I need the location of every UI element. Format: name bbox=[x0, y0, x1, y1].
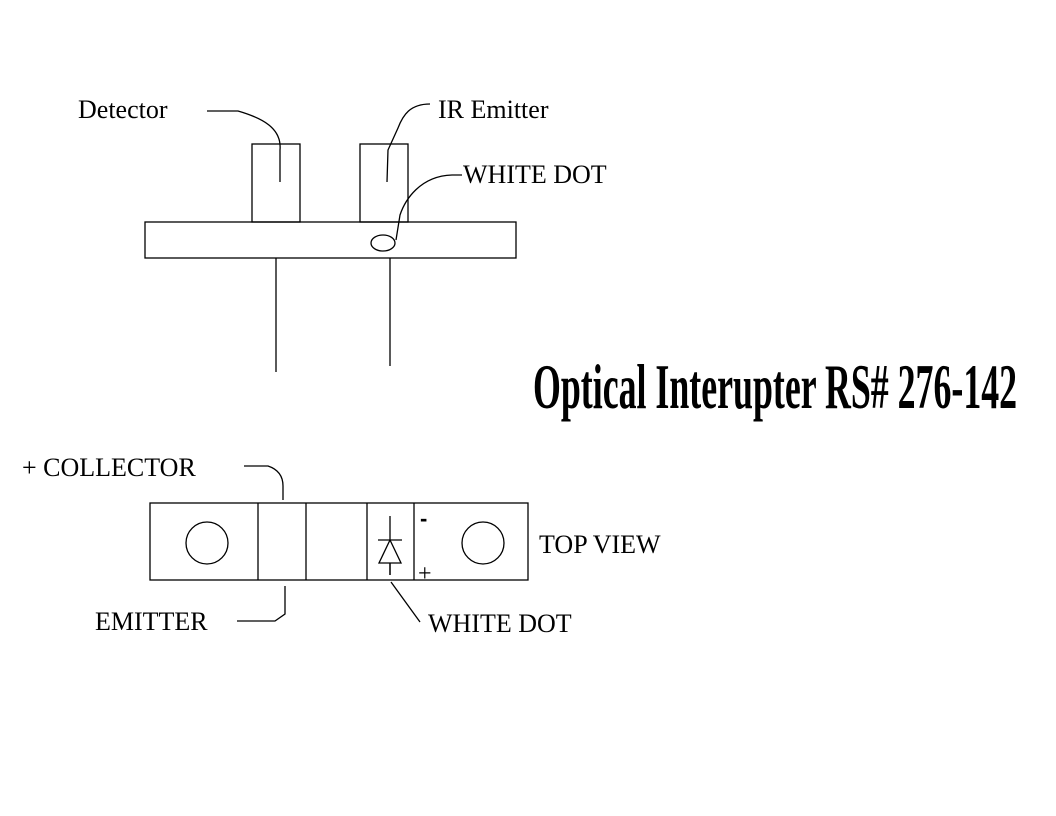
emitter-body bbox=[359, 143, 409, 223]
collector-leader bbox=[244, 465, 284, 500]
detector-body bbox=[251, 143, 301, 223]
white-dot-leader bbox=[390, 581, 421, 623]
side-view: Detector IR Emitter WHITE DOT bbox=[78, 95, 607, 372]
white-dot-marker bbox=[370, 234, 396, 252]
white-dot-label: WHITE DOT bbox=[428, 609, 572, 638]
diode-icon bbox=[377, 516, 403, 575]
emitter-leader bbox=[386, 103, 431, 183]
top-view-label: TOP VIEW bbox=[539, 530, 661, 559]
minus-sign: - bbox=[420, 506, 427, 531]
base-plate bbox=[144, 221, 517, 259]
detector-label: Detector bbox=[78, 95, 168, 124]
ir-emitter-label: IR Emitter bbox=[438, 95, 549, 124]
mounting-hole-right bbox=[461, 521, 505, 565]
white-dot-leader bbox=[395, 174, 462, 241]
detector-leader bbox=[207, 110, 281, 182]
emitter-leader bbox=[237, 586, 286, 622]
diagram-title: Optical Interupter RS# 276-142 bbox=[533, 352, 1017, 422]
emitter-label: EMITTER bbox=[95, 607, 208, 636]
housing-outline bbox=[149, 502, 529, 581]
white-dot-label: WHITE DOT bbox=[463, 160, 607, 189]
mounting-hole-left bbox=[185, 521, 229, 565]
top-view: - + + COLLECTOR EMITTER WHITE DOT TOP VI… bbox=[22, 453, 661, 638]
plus-sign: + bbox=[418, 561, 432, 587]
collector-label: + COLLECTOR bbox=[22, 453, 196, 482]
